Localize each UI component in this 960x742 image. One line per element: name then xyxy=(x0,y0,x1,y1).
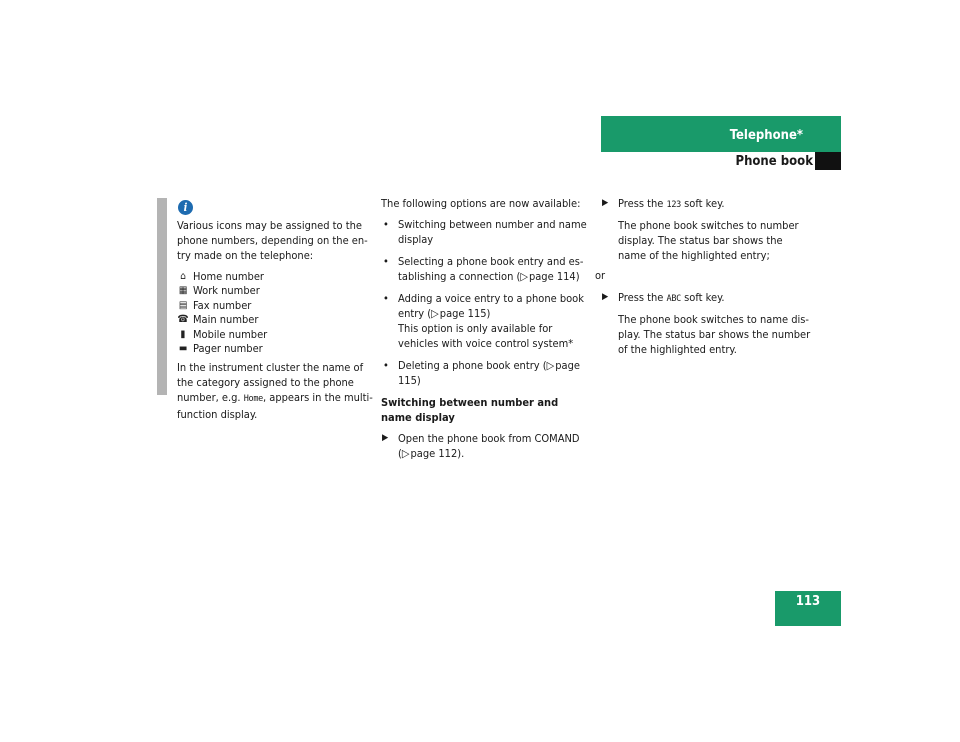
instruction-step: ▶ Press the ABC soft key. xyxy=(602,291,725,304)
icon-list-item: ⌂ Home number xyxy=(177,269,373,284)
main-phone-icon: ☎ xyxy=(177,314,189,326)
page-ref-arrow-icon: ▷ xyxy=(431,307,439,320)
bullet-glyph: • xyxy=(383,218,389,231)
or-separator: or xyxy=(595,269,606,282)
page-ref-link[interactable]: page 115 xyxy=(439,307,487,320)
page-ref-arrow-icon: ▷ xyxy=(401,447,410,460)
section-title: Telephone* xyxy=(729,128,803,143)
soft-key-123: 123 xyxy=(666,200,682,210)
icon-list-item: ▮ Mobile number xyxy=(177,327,373,342)
info-intro: Various icons may be assigned to the pho… xyxy=(177,219,368,262)
step-result: The phone book switches to number displa… xyxy=(618,219,799,262)
page-ref-link[interactable]: page 115 xyxy=(398,359,580,387)
icon-label: Main number xyxy=(193,313,259,327)
instruction-step: ▶ Open the phone book from COMAND (▷ pag… xyxy=(382,432,580,460)
list-item: • Deleting a phone book entry (▷ page 11… xyxy=(383,359,580,387)
subsection-title: Phone book xyxy=(735,154,814,169)
page-ref-link[interactable]: page 112 xyxy=(410,447,458,460)
icon-label: Work number xyxy=(193,284,260,298)
pager-icon: ▬ xyxy=(178,343,188,355)
soft-key-abc: ABC xyxy=(666,294,682,304)
info-column: Various icons may be assigned to the pho… xyxy=(177,218,373,422)
icon-label: Fax number xyxy=(193,298,252,312)
page-ref-arrow-icon: ▷ xyxy=(520,270,528,283)
info-note: In the instrument cluster the name of th… xyxy=(177,361,373,421)
icon-list-item: ▦ Work number xyxy=(177,284,373,299)
mobile-icon: ▮ xyxy=(180,328,186,340)
work-icon: ▦ xyxy=(178,285,188,297)
header-bar: Telephone* xyxy=(601,116,841,152)
step-arrow-icon: ▶ xyxy=(602,198,609,208)
icon-label: Pager number xyxy=(193,342,263,356)
steps-column: ▶ Press the 123 soft key. The phone book… xyxy=(595,196,811,357)
info-icon: i xyxy=(178,200,193,215)
bullet-note: This option is only available for vehicl… xyxy=(398,322,574,350)
bullet-glyph: • xyxy=(383,292,389,305)
list-item: • Adding a voice entry to a phone book e… xyxy=(383,292,584,350)
options-column: The following options are now available:… xyxy=(381,196,591,461)
home-icon: ⌂ xyxy=(180,270,186,282)
fax-icon: ▤ xyxy=(178,299,188,311)
options-intro: The following options are now available: xyxy=(381,197,581,210)
icon-list-item: ☎ Main number xyxy=(177,313,373,328)
bullet-glyph: • xyxy=(383,255,389,268)
header-marker xyxy=(815,152,841,170)
icon-list-item: ▤ Fax number xyxy=(177,298,373,313)
list-item: • Switching between number and name disp… xyxy=(383,218,587,246)
page-ref-link[interactable]: page 114 xyxy=(528,270,576,283)
step-arrow-icon: ▶ xyxy=(602,292,609,302)
icon-list-item: ▬ Pager number xyxy=(177,342,373,357)
icon-list: ⌂ Home number ▦ Work number ▤ Fax number ☎ M… xyxy=(177,269,373,356)
page-ref-arrow-icon: ▷ xyxy=(546,359,555,372)
instruction-step: ▶ Press the 123 soft key. xyxy=(602,197,725,210)
list-item: • Selecting a phone book entry and es-ta… xyxy=(383,255,584,283)
info-bar xyxy=(157,198,167,395)
icon-label: Mobile number xyxy=(193,327,268,341)
page-number: 113 xyxy=(775,591,841,626)
step-result: The phone book switches to name dis-play… xyxy=(618,313,811,356)
display-text-home: Home xyxy=(243,394,264,404)
step-arrow-icon: ▶ xyxy=(382,433,389,443)
icon-label: Home number xyxy=(193,269,265,283)
subheading: Switching between number and name displa… xyxy=(381,396,559,424)
bullet-glyph: • xyxy=(383,359,389,372)
